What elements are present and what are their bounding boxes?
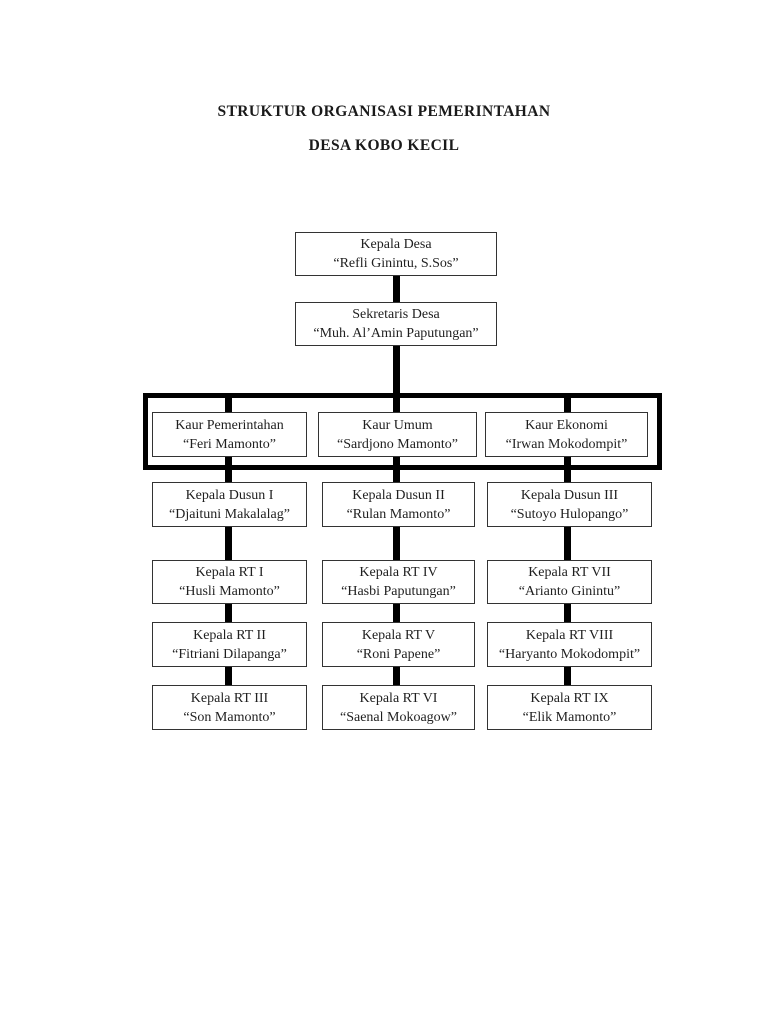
connector-rt7-to-rt8 <box>564 603 571 623</box>
org-node-kepala-dusun-3: Kepala Dusun III “Sutoyo Hulopango” <box>487 482 652 527</box>
org-node-person: “Son Mamonto” <box>183 709 276 725</box>
connector-rt2-to-rt3 <box>225 666 232 686</box>
org-node-person: “Elik Mamonto” <box>522 709 617 725</box>
org-node-person: “Arianto Ginintu” <box>518 584 621 599</box>
org-node-title: Kepala RT IV <box>359 565 438 580</box>
org-node-kepala-rt-9: Kepala RT IX “Elik Mamonto” <box>487 685 652 730</box>
org-node-person: “Fitriani Dilapanga” <box>172 646 287 662</box>
org-node-kepala-rt-8: Kepala RT VIII “Haryanto Mokodompit” <box>487 622 652 667</box>
connector-rt8-to-rt9 <box>564 666 571 686</box>
org-node-kepala-rt-5: Kepala RT V “Roni Papene” <box>322 622 475 667</box>
org-node-person: “Refli Ginintu, S.Sos” <box>333 256 459 271</box>
org-node-person: “Husli Mamonto” <box>179 584 280 599</box>
connector-kepala-desa-to-sekretaris <box>393 275 400 303</box>
connector-rt4-to-rt5 <box>393 603 400 623</box>
org-node-title: Kaur Umum <box>362 417 433 433</box>
org-node-person: “Sardjono Mamonto” <box>337 436 458 452</box>
org-node-title: Kepala RT VIII <box>525 627 614 643</box>
org-node-kaur-umum: Kaur Umum “Sardjono Mamonto” <box>318 412 477 457</box>
org-node-title: Kepala Dusun I <box>185 487 274 503</box>
connector-frame-to-kaur-ekonomi <box>564 395 571 413</box>
org-node-kaur-ekonomi: Kaur Ekonomi “Irwan Mokodompit” <box>485 412 648 457</box>
org-node-title: Kepala RT IX <box>530 690 609 706</box>
connector-rt1-to-rt2 <box>225 603 232 623</box>
org-node-title: Kepala RT V <box>361 627 436 643</box>
org-node-title: Kepala RT II <box>193 627 266 643</box>
org-node-kepala-rt-2: Kepala RT II “Fitriani Dilapanga” <box>152 622 307 667</box>
org-node-kepala-dusun-2: Kepala Dusun II “Rulan Mamonto” <box>322 482 475 527</box>
connector-dusun3-to-rt7 <box>564 526 571 561</box>
org-node-kepala-rt-1: Kepala RT I “Husli Mamonto” <box>152 560 307 604</box>
org-node-kepala-rt-4: Kepala RT IV “Hasbi Paputungan” <box>322 560 475 604</box>
org-node-person: “Saenal Mokoagow” <box>339 709 458 725</box>
org-node-kepala-desa: Kepala Desa “Refli Ginintu, S.Sos” <box>295 232 497 276</box>
org-node-title: Kepala RT I <box>195 565 264 580</box>
org-node-person: “Irwan Mokodompit” <box>505 436 628 452</box>
document-title-line1: STRUKTUR ORGANISASI PEMERINTAHAN <box>217 103 551 120</box>
org-node-title: Kepala Desa <box>360 237 432 252</box>
org-node-kepala-rt-6: Kepala RT VI “Saenal Mokoagow” <box>322 685 475 730</box>
org-node-title: Kepala Dusun III <box>520 487 619 503</box>
kaur-group-frame <box>143 393 662 470</box>
org-node-person: “Muh. Al’Amin Paputungan” <box>313 326 479 341</box>
org-node-kepala-rt-7: Kepala RT VII “Arianto Ginintu” <box>487 560 652 604</box>
org-node-title: Kepala RT III <box>190 690 269 706</box>
org-node-kepala-dusun-1: Kepala Dusun I “Djaituni Makalalag” <box>152 482 307 527</box>
connector-sekretaris-to-kaur-group <box>393 345 400 412</box>
org-node-title: Sekretaris Desa <box>352 307 440 322</box>
org-node-person: “Feri Mamonto” <box>183 436 276 452</box>
org-node-person: “Rulan Mamonto” <box>346 506 451 522</box>
org-node-sekretaris-desa: Sekretaris Desa “Muh. Al’Amin Paputungan… <box>295 302 497 346</box>
org-node-person: “Sutoyo Hulopango” <box>510 506 629 522</box>
org-node-person: “Hasbi Paputungan” <box>341 584 456 599</box>
org-node-kepala-rt-3: Kepala RT III “Son Mamonto” <box>152 685 307 730</box>
org-node-person: “Djaituni Makalalag” <box>169 506 290 522</box>
connector-dusun2-to-rt4 <box>393 526 400 561</box>
org-node-title: Kepala Dusun II <box>352 487 445 503</box>
document-title-line2: DESA KOBO KECIL <box>308 137 460 154</box>
connector-rt5-to-rt6 <box>393 666 400 686</box>
org-node-title: Kaur Ekonomi <box>525 417 608 433</box>
org-node-person: “Haryanto Mokodompit” <box>498 646 641 662</box>
org-node-person: “Roni Papene” <box>356 646 441 662</box>
org-node-title: Kepala RT VII <box>528 565 611 580</box>
connector-frame-to-kaur-pemerintahan <box>225 395 232 413</box>
org-node-title: Kepala RT VI <box>359 690 438 706</box>
org-node-title: Kaur Pemerintahan <box>175 417 284 433</box>
connector-dusun1-to-rt1 <box>225 526 232 561</box>
org-node-kaur-pemerintahan: Kaur Pemerintahan “Feri Mamonto” <box>152 412 307 457</box>
